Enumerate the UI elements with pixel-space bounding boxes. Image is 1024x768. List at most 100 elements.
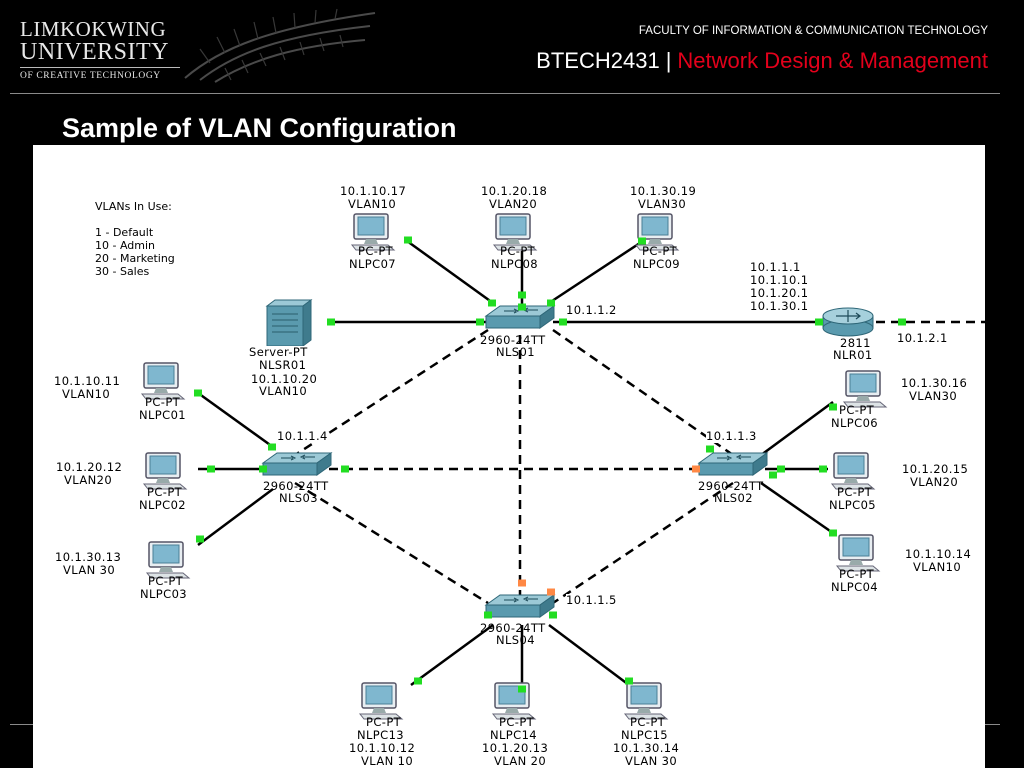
nlsr01-ip: 10.1.10.20 [251,372,318,386]
nlpc07-model: PC-PT [358,244,394,258]
port-up-4 [638,237,646,245]
pc-nlpc13 [358,682,404,720]
server-nlsr01-side [302,299,312,347]
pc-nlpc15-screen [630,685,658,705]
nlpc03-vlan: VLAN 30 [63,563,116,577]
server-nlsr01 [265,299,313,347]
nlpc13-name: NLPC13 [357,728,405,742]
pc-nlpc02-screen [149,455,177,475]
pc-nlpc04 [835,534,881,572]
port-up-9 [815,318,823,326]
port-up-16 [196,535,204,543]
nlpc14-vlan: VLAN 20 [494,754,547,768]
nlpc15-model: PC-PT [630,715,666,729]
nlpc07-vlan: VLAN10 [348,197,397,211]
nlpc13-model: PC-PT [366,715,402,729]
nlpc14-ip: 10.1.20.13 [482,741,549,755]
vlan-legend: VLANs In Use: 1 - Default 10 - Admin 20 … [95,200,175,278]
nlpc07-name: NLPC07 [349,257,397,271]
nls04-model: 2960-24TT [480,621,546,635]
pc-nlpc15 [623,682,669,720]
pc-nlpc05 [830,452,876,490]
faculty-name: FACULTY OF INFORMATION & COMMUNICATION T… [638,25,988,37]
pc-nlpc06-screen [849,373,877,393]
nls01-ip: 10.1.1.2 [566,303,617,317]
port-up-0 [404,236,412,244]
switch-nls04-front [485,604,541,618]
pc-nlpc13-stand [372,708,386,713]
pc-nlpc13-keyboard [358,713,404,720]
pc-nlpc04-screen [842,537,870,557]
nlpc02-name: NLPC02 [139,498,187,512]
nlpc02-model: PC-PT [147,485,183,499]
nls02-model: 2960-24TT [698,479,764,493]
switch-nls03-arrows [281,454,315,461]
nlpc15-ip: 10.1.30.14 [613,741,680,755]
switch-nls02-side [752,452,768,476]
nlr01-model: 2811 [840,336,871,350]
nlpc03-ip: 10.1.30.13 [55,550,122,564]
pc-nlpc05-stand [844,478,858,483]
pc-nlpc08-stand [506,239,520,244]
port-up-7 [476,318,484,326]
pc-nlpc03-keyboard [145,572,191,579]
port-up-12 [268,443,276,451]
feather-decoration [184,8,376,83]
router-nlr01-arrows [836,310,861,322]
pc-nlpc07-screen [357,216,385,236]
legend-title: VLANs In Use: [95,200,172,213]
switch-nls01-arrows [504,307,538,314]
link-nls02-nls04 [552,481,734,605]
network-diagram: VLANs In Use: 1 - Default 10 - Admin 20 … [33,145,985,768]
pc-nlpc09-stand [648,239,662,244]
nls04-ip: 10.1.1.5 [566,593,617,607]
router-nlr01 [822,307,874,337]
port-up-18 [829,403,837,411]
nls03-name: NLS03 [279,491,318,505]
pc-nlpc04-keyboard [835,565,881,572]
logo-line-1: LIMKOKWING [20,17,167,41]
legend-item: 1 - Default [95,226,154,239]
nls03-model: 2960-24TT [263,479,329,493]
nlr01-ip-4: 10.1.30.1 [750,299,809,313]
nlpc01-model: PC-PT [145,395,181,409]
course-name: Network Design & Management [677,48,988,73]
port-up-27 [549,611,557,619]
port-up-2 [518,291,526,299]
pc-nlpc02-stand [156,478,170,483]
pc-nlpc14-keyboard [491,713,537,720]
switch-nls02-arrows [717,454,751,461]
switch-nls03-side [316,452,332,476]
nlpc05-ip: 10.1.20.15 [902,462,969,476]
pc-nlpc08 [492,213,538,251]
pc-nlpc07-keyboard [350,244,396,251]
nlpc06-vlan: VLAN30 [909,389,958,403]
nlpc08-ip: 10.1.20.18 [481,184,548,198]
pc-nlpc03-stand [159,567,173,572]
link-nls01-nls03 [294,328,489,457]
nlpc01-name: NLPC01 [139,408,187,422]
nlpc09-model: PC-PT [642,244,678,258]
logo-line-3: OF CREATIVE TECHNOLOGY [20,67,180,83]
switch-nls01 [484,305,556,329]
switch-nls04 [484,594,556,618]
course-separator: | [665,48,672,73]
pc-nlpc05-keyboard [830,483,876,490]
pc-nlpc07-stand [364,239,378,244]
pc-nlpc02-keyboard [142,483,188,490]
pc-nlpc05-screen [837,455,865,475]
nlpc01-vlan: VLAN10 [62,387,111,401]
nlr01-wan-ip: 10.1.2.1 [897,331,948,345]
pc-nlpc06-stand [856,396,870,401]
legend-spacer [95,213,175,226]
header-divider [10,93,1000,94]
server-nlsr01-slots [272,313,298,333]
ports-layer [194,236,906,693]
nlsr01-vlan: VLAN10 [259,384,308,398]
nlr01-ip-3: 10.1.20.1 [750,286,809,300]
port-up-15 [341,465,349,473]
switch-nls01-front [485,315,541,329]
pc-nlpc13-screen [365,685,393,705]
port-blocked-1 [518,579,526,587]
nlpc14-name: NLPC14 [490,728,538,742]
